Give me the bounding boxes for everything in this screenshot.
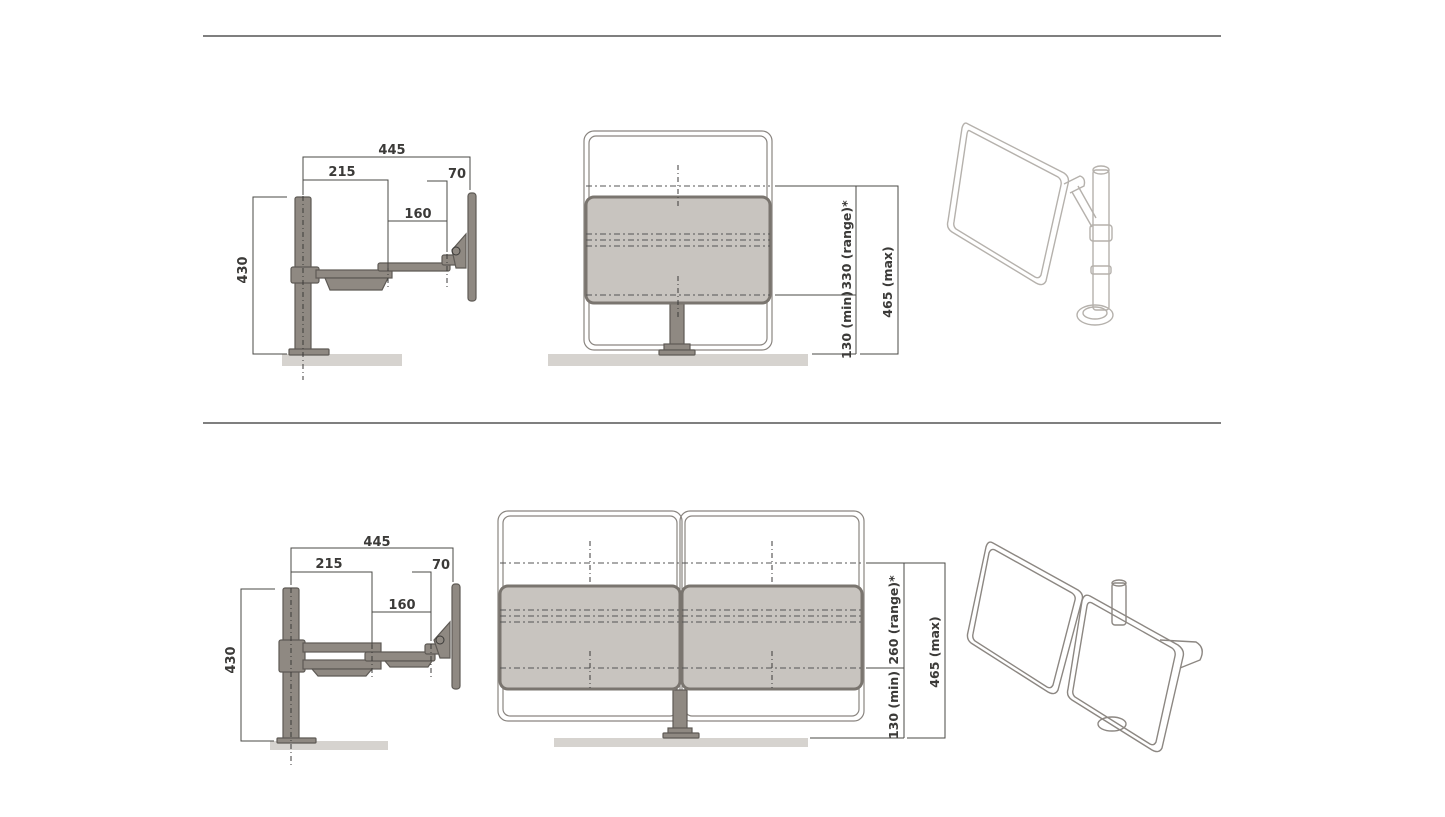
dim-total-reach: 445 <box>363 535 390 550</box>
dim-arm1: 215 <box>328 165 355 180</box>
dim-total-reach: 445 <box>378 143 405 158</box>
row2-iso-view <box>966 541 1203 753</box>
dim-range: 330 (range)* <box>839 200 854 290</box>
row1-side-view: 445 215 160 70 430 <box>236 143 477 380</box>
desk-surface <box>270 741 388 750</box>
row2-front-view: 260 (range)* 130 (min) 465 (max) <box>497 510 946 747</box>
dim-arm2: 160 <box>388 598 415 613</box>
dim-offset: 70 <box>448 167 466 182</box>
dim-arm1: 215 <box>315 557 342 572</box>
dim-height: 430 <box>224 646 239 673</box>
dim-range: 260 (range)* <box>886 575 901 665</box>
desk-surface <box>548 354 808 366</box>
dim-max: 465 (max) <box>927 616 942 687</box>
row2-side-view: 445 215 160 70 430 <box>224 535 461 765</box>
dim-min: 130 (min) <box>839 291 854 359</box>
dim-min: 130 (min) <box>886 671 901 739</box>
row1-iso-view <box>946 122 1114 326</box>
row1-front-view: 330 (range)* 130 (min) 465 (max) <box>548 130 899 366</box>
dim-height: 430 <box>236 256 251 283</box>
desk-surface <box>554 738 808 747</box>
dim-arm2: 160 <box>404 207 431 222</box>
dim-max: 465 (max) <box>880 246 895 317</box>
dim-offset: 70 <box>432 558 450 573</box>
desk-surface <box>282 354 402 366</box>
